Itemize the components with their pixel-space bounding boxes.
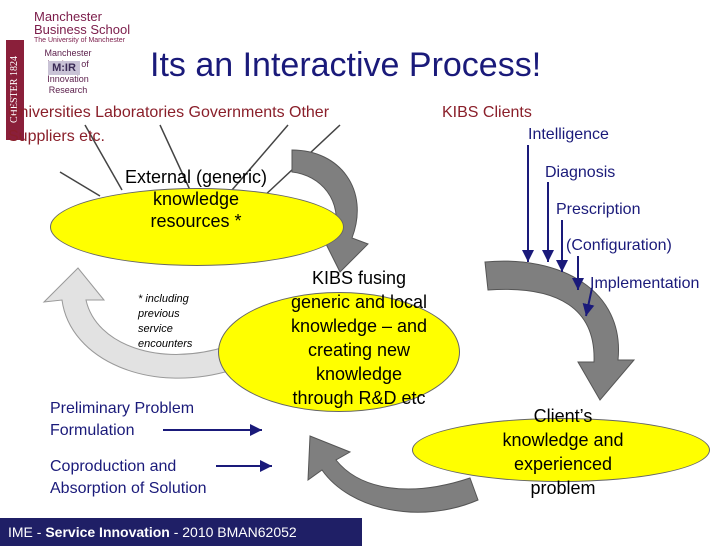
- mbs-line1: Manchester: [34, 9, 102, 24]
- mior-line1: Manchester: [44, 48, 92, 58]
- external-knowledge-label: External (generic) knowledge resources *: [50, 166, 342, 232]
- footnote-line3: service: [138, 323, 173, 335]
- kibs-line6: through R&D etc: [292, 388, 426, 408]
- kibs-line5: knowledge: [315, 364, 403, 384]
- source-line-suppliers: [59, 171, 101, 197]
- footer-course: Service Innovation: [45, 524, 170, 540]
- phase-coproduction-line1: Coproduction and: [50, 458, 177, 475]
- mbs-sub: The University of Manchester: [34, 37, 126, 44]
- mbs-logo: Manchester Business School The Universit…: [34, 10, 130, 45]
- source-line-laboratories: [159, 124, 191, 191]
- mior-logo: M:IR: [48, 61, 80, 75]
- footer-suffix: - 2010 BMAN62052: [169, 524, 297, 540]
- sources-kibs-clients: KIBS Clients: [442, 104, 532, 121]
- stage-line-implementation: [582, 287, 595, 317]
- external-line2: knowledge: [152, 189, 240, 209]
- client-line4: problem: [530, 478, 596, 498]
- kibs-line1: KIBS fusing: [311, 268, 407, 288]
- client-ellipse: [412, 418, 710, 482]
- footnote-line4: encounters: [138, 338, 193, 350]
- client-line1: Client’s: [533, 406, 593, 426]
- stage-intelligence: Intelligence: [528, 126, 609, 143]
- sources-line1: Universities Laboratories Governments Ot…: [8, 104, 330, 121]
- kibs-line2: generic and local: [290, 292, 428, 312]
- stage-configuration: (Configuration): [566, 237, 672, 254]
- phase-preliminary-line2: Formulation: [50, 422, 135, 439]
- footer-prefix: IME -: [8, 524, 46, 540]
- sources-line2: Suppliers etc.: [8, 128, 105, 145]
- phase-coproduction: Coproduction and Absorption of Solution: [50, 456, 207, 500]
- source-line-governments: [231, 124, 289, 191]
- mior-line3: Innovation: [47, 74, 89, 84]
- mbs-line2: Business School: [34, 22, 131, 37]
- phase-preliminary: Preliminary Problem Formulation: [50, 398, 194, 442]
- footnote: * including previous service encounters: [138, 292, 192, 352]
- footer-bar: IME - Service Innovation - 2010 BMAN6205…: [0, 518, 362, 546]
- slide-title: Its an Interactive Process!: [150, 46, 542, 84]
- external-line1: External (generic): [124, 167, 268, 187]
- footnote-line2: previous: [138, 308, 180, 320]
- client-line3: experienced: [513, 454, 613, 474]
- kibs-line3: knowledge – and: [290, 316, 428, 336]
- stage-prescription: Prescription: [556, 201, 641, 218]
- client-label: Client’s knowledge and experienced probl…: [470, 404, 656, 500]
- external-knowledge-ellipse: [50, 188, 344, 266]
- client-line2: knowledge and: [502, 430, 624, 450]
- footnote-line1: * including: [138, 293, 189, 305]
- stage-diagnosis: Diagnosis: [545, 164, 616, 181]
- phase-coproduction-line2: Absorption of Solution: [50, 480, 207, 497]
- curved-arrow-bottom: [307, 435, 479, 513]
- curved-arrow-left: [42, 267, 233, 379]
- external-line3: resources *: [150, 211, 242, 231]
- mior-line4: Research: [48, 85, 88, 95]
- kibs-line4: creating new: [307, 340, 411, 360]
- kibs-ellipse: [218, 292, 460, 412]
- source-line-universities: [84, 124, 123, 191]
- curved-arrow-top: [291, 149, 369, 273]
- stage-implementation: Implementation: [590, 275, 700, 292]
- kibs-label: KIBS fusing generic and local knowledge …: [250, 266, 468, 410]
- phase-preliminary-line1: Preliminary Problem: [50, 400, 195, 417]
